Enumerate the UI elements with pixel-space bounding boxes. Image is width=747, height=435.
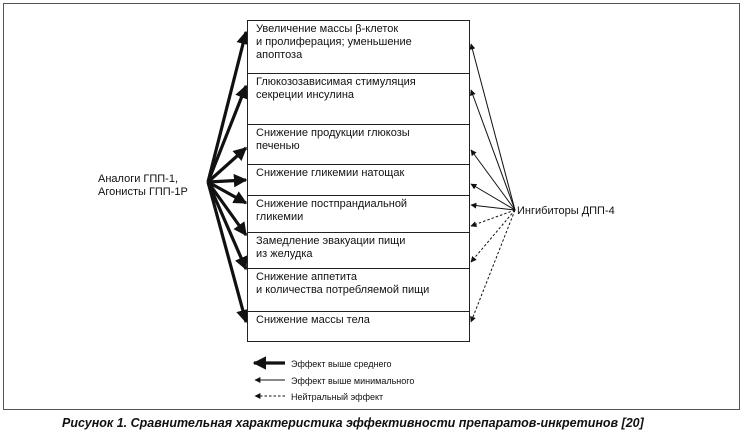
glp1-arrow <box>206 181 250 324</box>
effect-box-body-weight: Снижение массы тела <box>247 311 470 342</box>
legend-minimal: Эффект выше минимального <box>291 376 415 386</box>
dpp4-arrow <box>470 149 516 211</box>
effect-box-hepatic-glucose: Снижение продукции глюкозы печенью <box>247 124 470 165</box>
effect-text: Замедление эвакуации пищи из желудка <box>256 235 406 260</box>
effect-text: Снижение постпрандиальной гликемии <box>256 198 408 223</box>
glp1-arrow <box>206 146 248 184</box>
dpp4-arrow <box>470 209 516 263</box>
effect-text: Снижение аппетита и количества потребляе… <box>256 271 430 296</box>
effect-box-beta-cell-mass: Увеличение массы β-клеток и пролиферация… <box>247 20 470 74</box>
glp1-arrow <box>206 84 248 183</box>
figure-caption: Рисунок 1. Сравнительная характеристика … <box>62 416 644 430</box>
effect-text: Снижение продукции глюкозы печенью <box>256 127 410 152</box>
effect-box-insulin-secretion: Глюкозозависимая стимуляция секреции инс… <box>247 73 470 125</box>
dpp4-arrow <box>470 202 516 211</box>
effect-text: Увеличение массы β-клеток и пролиферация… <box>256 23 412 61</box>
dpp4-arrow <box>470 183 516 211</box>
glp1-arrow <box>207 180 248 205</box>
glp1-arrow <box>206 181 248 237</box>
effect-box-appetite: Снижение аппетита и количества потребляе… <box>247 268 470 312</box>
effect-box-fasting-glycemia: Снижение гликемии натощак <box>247 164 470 196</box>
legend-above-average: Эффект выше среднего <box>291 359 392 369</box>
glp1-arrow <box>206 181 248 271</box>
glp1-agonists-label: Аналоги ГПП-1, Агонисты ГПП-1Р <box>98 173 188 198</box>
effect-text: Снижение массы тела <box>256 314 370 326</box>
dpp4-arrow <box>470 209 516 323</box>
figure-frame <box>3 3 740 410</box>
effect-text: Глюкозозависимая стимуляция секреции инс… <box>256 76 416 101</box>
glp1-arrow <box>206 30 250 183</box>
legend-neutral: Нейтральный эффект <box>291 392 384 402</box>
dpp4-inhibitors-label: Ингибиторы ДПП-4 <box>517 205 615 217</box>
dpp4-arrow <box>470 209 516 227</box>
dpp4-arrow <box>470 89 516 211</box>
effect-box-postprandial-glycemia: Снижение постпрандиальной гликемии <box>247 195 470 233</box>
effect-box-gastric-emptying: Замедление эвакуации пищи из желудка <box>247 232 470 269</box>
effect-text: Снижение гликемии натощак <box>256 167 405 179</box>
dpp4-arrow <box>469 43 516 211</box>
glp1-arrow <box>207 173 248 188</box>
